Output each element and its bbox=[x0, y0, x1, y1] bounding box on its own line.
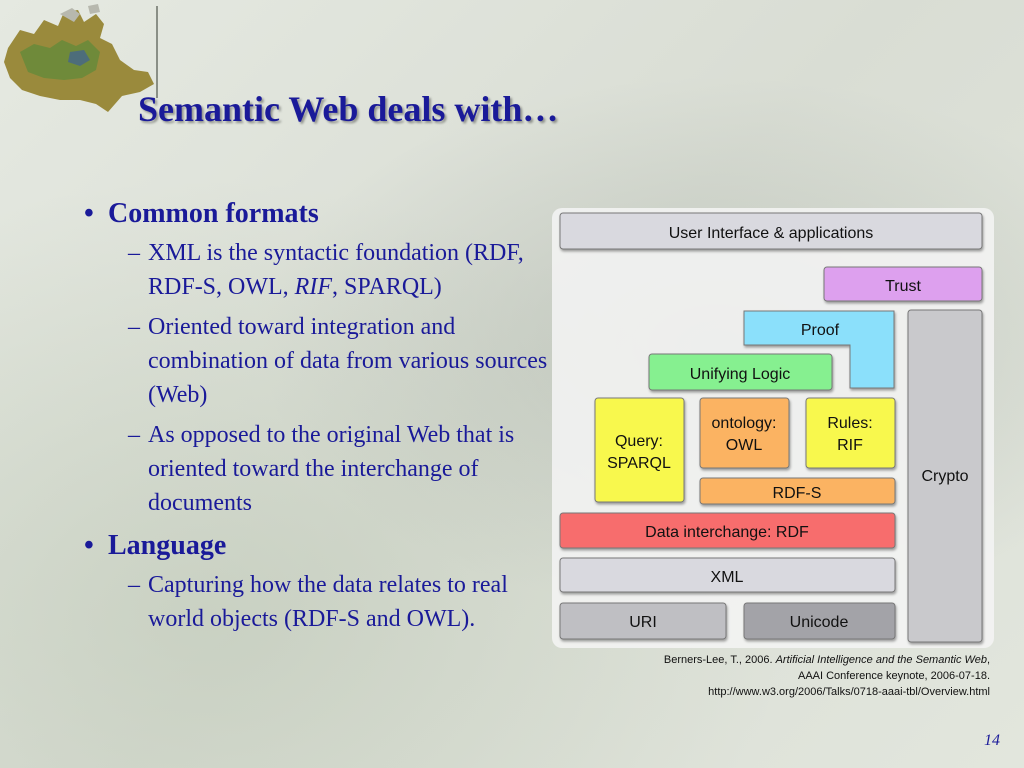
layer-unifying-logic: Unifying Logic bbox=[648, 353, 833, 391]
sub-item-text: As opposed to the original Web that is o… bbox=[148, 422, 515, 516]
citation-caption: Berners-Lee, T., 2006. Artificial Intell… bbox=[664, 652, 990, 700]
dash-marker: – bbox=[128, 572, 140, 598]
layer-label-line: RIF bbox=[837, 437, 863, 454]
sub-item-text: Capturing how the data relates to real w… bbox=[148, 572, 508, 632]
citation-line-2: AAAI Conference keynote, 2006-07-18. bbox=[797, 670, 990, 682]
title-divider bbox=[156, 6, 158, 98]
sub-item-capturing: – Capturing how the data relates to real… bbox=[128, 568, 564, 636]
layer-label: Data interchange: RDF bbox=[645, 524, 809, 541]
bullet-marker: • bbox=[84, 198, 94, 229]
layer-rdfs: RDF-S bbox=[699, 477, 896, 505]
citation-title: Artificial Intelligence and the Semantic… bbox=[775, 654, 987, 666]
sub-item-text-italic: RIF bbox=[294, 274, 332, 300]
layer-ontology: ontology: OWL bbox=[699, 397, 790, 469]
layer-label: Unicode bbox=[790, 614, 849, 631]
layer-label: Crypto bbox=[921, 468, 968, 485]
bullet-label: Language bbox=[108, 530, 227, 561]
layer-label: URI bbox=[629, 614, 657, 631]
layer-label: Query: SPARQL bbox=[607, 433, 671, 472]
dash-marker: – bbox=[128, 314, 140, 340]
bullet-content: • Common formats – XML is the syntactic … bbox=[84, 198, 564, 642]
dash-marker: – bbox=[128, 422, 140, 448]
layer-label: XML bbox=[711, 569, 744, 586]
layer-label: User Interface & applications bbox=[669, 225, 874, 242]
layer-user-interface: User Interface & applications bbox=[559, 212, 983, 250]
citation-author: Berners-Lee, T., 2006. bbox=[663, 654, 776, 666]
sub-item-xml: – XML is the syntactic foundation (RDF, … bbox=[128, 236, 564, 304]
layer-rules: Rules: RIF bbox=[805, 397, 896, 469]
layer-crypto: Crypto bbox=[907, 309, 983, 643]
sub-item-text-part: XML is the syntactic foundation (RDF, RD… bbox=[148, 240, 524, 300]
layer-label-line: Query: bbox=[615, 433, 663, 450]
layer-uri: URI bbox=[559, 602, 727, 640]
sub-item-integration: – Oriented toward integration and combin… bbox=[128, 310, 564, 412]
layer-label: ontology: OWL bbox=[712, 415, 777, 454]
layer-label-line: SPARQL bbox=[607, 455, 671, 472]
bullet-marker: • bbox=[84, 530, 94, 561]
layer-label: Proof bbox=[801, 322, 840, 339]
layer-label-line: OWL bbox=[726, 437, 763, 454]
layer-data-interchange: Data interchange: RDF bbox=[559, 512, 896, 549]
slide-title: Semantic Web deals with… bbox=[138, 89, 559, 129]
layer-label-line: ontology: bbox=[712, 415, 777, 432]
dash-marker: – bbox=[128, 240, 140, 266]
citation-line-1: Berners-Lee, T., 2006. Artificial Intell… bbox=[664, 652, 990, 668]
bullet-language: • Language bbox=[84, 530, 564, 562]
layer-label: Unifying Logic bbox=[690, 366, 791, 383]
canada-map-logo bbox=[4, 4, 154, 112]
page-number: 14 bbox=[984, 732, 1000, 749]
citation-comma: , bbox=[986, 654, 990, 666]
sub-item-text: XML is the syntactic foundation (RDF, RD… bbox=[148, 236, 564, 304]
layer-label: Rules: RIF bbox=[827, 415, 872, 454]
sub-item-text: Oriented toward integration and combinat… bbox=[148, 314, 548, 408]
layer-unicode: Unicode bbox=[743, 602, 896, 640]
citation-url: http://www.w3.org/2006/Talks/0718-aaai-t… bbox=[708, 686, 990, 698]
layer-trust: Trust bbox=[823, 266, 983, 302]
layer-label-line: Rules: bbox=[827, 415, 872, 432]
layer-label: RDF-S bbox=[773, 485, 822, 502]
bullet-common-formats: • Common formats bbox=[84, 198, 564, 230]
semantic-web-stack-diagram: User Interface & applications Trust Proo… bbox=[552, 208, 994, 648]
bullet-label: Common formats bbox=[108, 198, 319, 229]
layer-proof: Proof bbox=[743, 310, 895, 389]
sub-item-text-part: , SPARQL) bbox=[331, 274, 442, 300]
layer-label: Trust bbox=[885, 278, 921, 295]
sub-item-original-web: – As opposed to the original Web that is… bbox=[128, 418, 564, 520]
layer-query: Query: SPARQL bbox=[594, 397, 685, 503]
layer-xml: XML bbox=[559, 557, 896, 593]
